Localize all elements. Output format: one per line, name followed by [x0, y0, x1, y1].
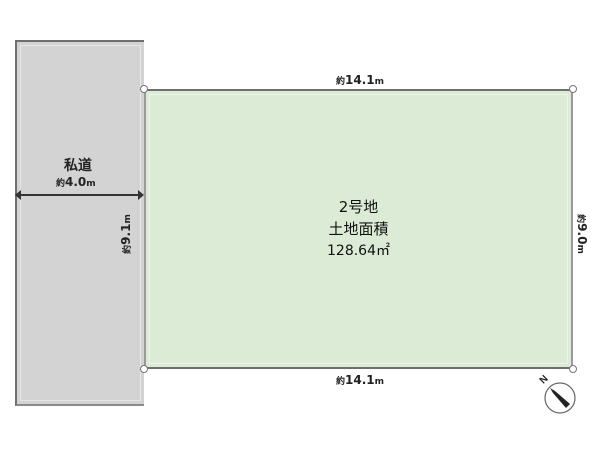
road-width-label: 約4.0m: [56, 175, 96, 189]
lot-area-label: 土地面積: [328, 220, 389, 238]
corner-marker: [569, 85, 577, 93]
road-width-dimension-arrow: [15, 190, 144, 200]
lot-name: 2号地: [338, 198, 379, 216]
compass-n-label: N: [538, 373, 551, 386]
left-dimension-label: 約9.1m: [118, 214, 133, 254]
north-arrow-icon: N: [538, 373, 578, 416]
corner-marker: [140, 85, 148, 93]
right-dimension-label: 約9.0m: [574, 214, 589, 254]
corner-marker: [140, 365, 148, 373]
lot-2-parcel: [144, 89, 573, 369]
lot-info: 2号地 土地面積 128.64㎡: [144, 196, 573, 262]
private-road: [15, 40, 144, 406]
lot-area-value: 128.64㎡: [327, 243, 390, 259]
bottom-dimension-label: 約14.1m: [336, 373, 385, 387]
corner-marker: [569, 365, 577, 373]
road-name-label: 私道: [64, 158, 92, 174]
top-dimension-label: 約14.1m: [336, 73, 385, 87]
